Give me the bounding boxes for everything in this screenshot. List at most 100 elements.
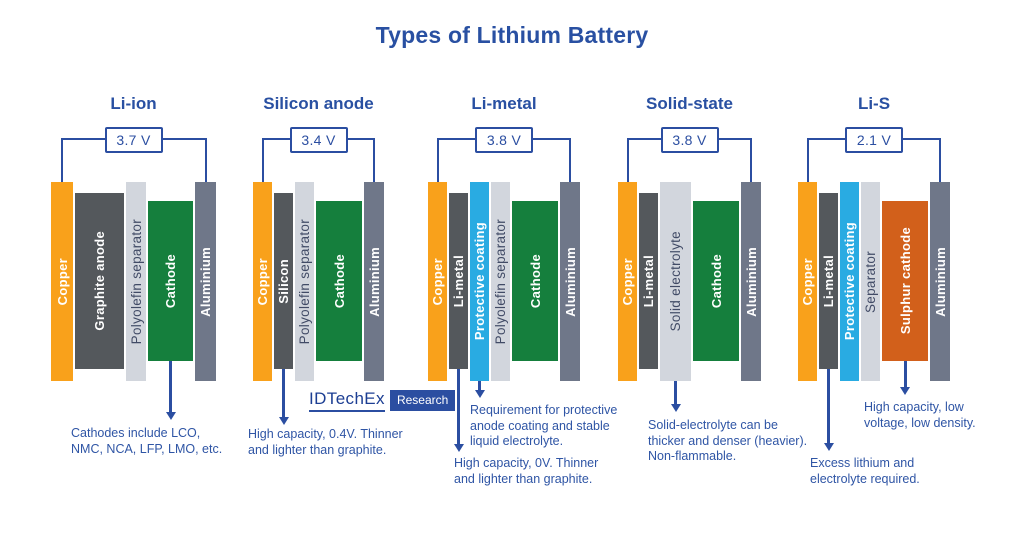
layer-label: Cathode bbox=[163, 253, 178, 309]
layer-label: Cathode bbox=[527, 253, 543, 309]
wire-left-horizontal bbox=[436, 138, 475, 140]
layer-copper: Copper bbox=[253, 182, 272, 381]
layer-cathode: Cathode bbox=[693, 201, 739, 361]
layer-label: Cathode bbox=[708, 253, 724, 309]
annotation-arrow-head bbox=[670, 404, 681, 412]
annotation-text: Cathodes include LCO, NMC, NCA, LFP, LMO… bbox=[71, 426, 223, 456]
voltage-box: 3.7 V bbox=[104, 127, 163, 153]
voltage-box: 3.4 V bbox=[289, 127, 348, 153]
logo-brand-text: IDTechEx bbox=[309, 389, 385, 412]
battery-title: Li-metal bbox=[471, 94, 537, 113]
annotation-text: High capacity, low voltage, low density. bbox=[864, 400, 976, 430]
layer-label: Protective coating bbox=[472, 222, 487, 341]
annotation-arrow-line bbox=[169, 361, 172, 412]
idtechex-logo: IDTechEx Research bbox=[309, 389, 456, 412]
wire-right-vertical bbox=[373, 138, 375, 182]
annotation-text: High capacity, 0.4V. Thinner and lighter… bbox=[248, 427, 403, 457]
annotation-arrow-line bbox=[457, 369, 460, 444]
layer-copper: Copper bbox=[428, 182, 447, 381]
wire-right-horizontal bbox=[718, 138, 752, 140]
layer-label: Polyolefin separator bbox=[128, 218, 144, 345]
layer-label: Polyolefin separator bbox=[493, 218, 508, 345]
logo-research-badge: Research bbox=[389, 390, 456, 411]
layer-sulphur-cathode: Sulphur cathode bbox=[882, 201, 928, 361]
wire-left-vertical bbox=[806, 138, 809, 182]
annotation-text: High capacity, 0V. Thinner and lighter t… bbox=[454, 456, 599, 486]
wire-left-horizontal bbox=[61, 138, 105, 140]
annotation-arrow-head bbox=[278, 417, 289, 425]
wire-left-vertical bbox=[626, 138, 629, 182]
layer-label: Protective coating bbox=[842, 222, 857, 341]
layer-label: Li-metal bbox=[821, 254, 836, 308]
wire-left-horizontal bbox=[261, 138, 290, 140]
layer-cathode: Cathode bbox=[316, 201, 362, 361]
wire-right-horizontal bbox=[347, 138, 375, 140]
layer-solid-electrolyte: Solid electrolyte bbox=[660, 182, 691, 381]
layer-label: Graphite anode bbox=[92, 231, 107, 331]
annotation-arrow-head bbox=[900, 387, 910, 395]
layer-label: Solid electrolyte bbox=[668, 231, 683, 332]
wire-right-vertical bbox=[204, 138, 207, 182]
annotation-arrow-line bbox=[282, 369, 285, 417]
layer-label: Copper bbox=[620, 257, 635, 306]
annotation-text: Excess lithium and electrolyte required. bbox=[810, 456, 920, 486]
layer-label: Aluminium bbox=[743, 246, 759, 317]
layer-copper: Copper bbox=[618, 182, 637, 381]
annotation-arrow-head bbox=[165, 412, 176, 420]
battery-title: Solid-state bbox=[646, 94, 733, 113]
wire-left-vertical bbox=[261, 138, 264, 182]
layer-label: Silicon bbox=[276, 258, 291, 304]
battery-title: Silicon anode bbox=[263, 94, 374, 113]
wire-right-vertical bbox=[939, 138, 941, 182]
layer-label: Aluminium bbox=[198, 246, 213, 317]
annotation-arrow-head bbox=[453, 444, 464, 452]
layer-label: Copper bbox=[255, 257, 270, 306]
layer-label: Aluminium bbox=[562, 246, 578, 317]
wire-right-horizontal bbox=[162, 138, 207, 140]
layer-polyolefin-separator: Polyolefin separator bbox=[126, 182, 146, 381]
wire-right-horizontal bbox=[903, 138, 941, 140]
layer-label: Li-metal bbox=[641, 254, 656, 308]
layer-label: Copper bbox=[800, 257, 815, 306]
layer-protective-coating: Protective coating bbox=[470, 182, 489, 381]
voltage-box: 3.8 V bbox=[475, 127, 533, 153]
layer-polyolefin-separator: Polyolefin separator bbox=[295, 182, 314, 381]
wire-left-vertical bbox=[436, 138, 439, 182]
annotation-arrow-head bbox=[823, 443, 834, 451]
voltage-box: 2.1 V bbox=[845, 127, 903, 153]
wire-left-horizontal bbox=[806, 138, 845, 140]
layer-aluminium: Aluminium bbox=[364, 182, 384, 381]
layer-cathode: Cathode bbox=[148, 201, 193, 361]
annotation-arrow-line bbox=[903, 361, 907, 387]
annotation-arrow-line bbox=[827, 369, 830, 443]
annotation-text: Requirement for protective anode coating… bbox=[470, 403, 618, 448]
annotation-arrow-head bbox=[474, 390, 485, 398]
annotation-arrow-line bbox=[478, 381, 481, 390]
layer-label: Separator bbox=[863, 250, 878, 313]
layer-copper: Copper bbox=[51, 182, 73, 381]
layer-label: Li-metal bbox=[451, 254, 466, 308]
layer-label: Polyolefin separator bbox=[297, 218, 312, 345]
battery-title: Li-S bbox=[857, 94, 891, 113]
layer-separator: Separator bbox=[861, 182, 880, 381]
layer-polyolefin-separator: Polyolefin separator bbox=[491, 182, 510, 381]
layer-aluminium: Aluminium bbox=[560, 182, 580, 381]
wire-left-vertical bbox=[61, 138, 63, 182]
layer-copper: Copper bbox=[798, 182, 817, 381]
wire-right-horizontal bbox=[533, 138, 571, 140]
layer-label: Copper bbox=[430, 257, 445, 306]
layer-aluminium: Aluminium bbox=[741, 182, 761, 381]
wire-right-vertical bbox=[569, 138, 571, 182]
layer-label: Cathode bbox=[331, 253, 347, 309]
layer-silicon: Silicon bbox=[274, 193, 293, 369]
layer-cathode: Cathode bbox=[512, 201, 558, 361]
annotation-arrow-line bbox=[674, 381, 677, 404]
layer-label: Copper bbox=[54, 257, 70, 306]
page-title: Types of Lithium Battery bbox=[375, 22, 649, 48]
wire-left-horizontal bbox=[626, 138, 661, 140]
layer-li-metal: Li-metal bbox=[639, 193, 658, 369]
layer-li-metal: Li-metal bbox=[449, 193, 468, 369]
battery-title: Li-ion bbox=[110, 94, 157, 113]
wire-right-vertical bbox=[750, 138, 752, 182]
